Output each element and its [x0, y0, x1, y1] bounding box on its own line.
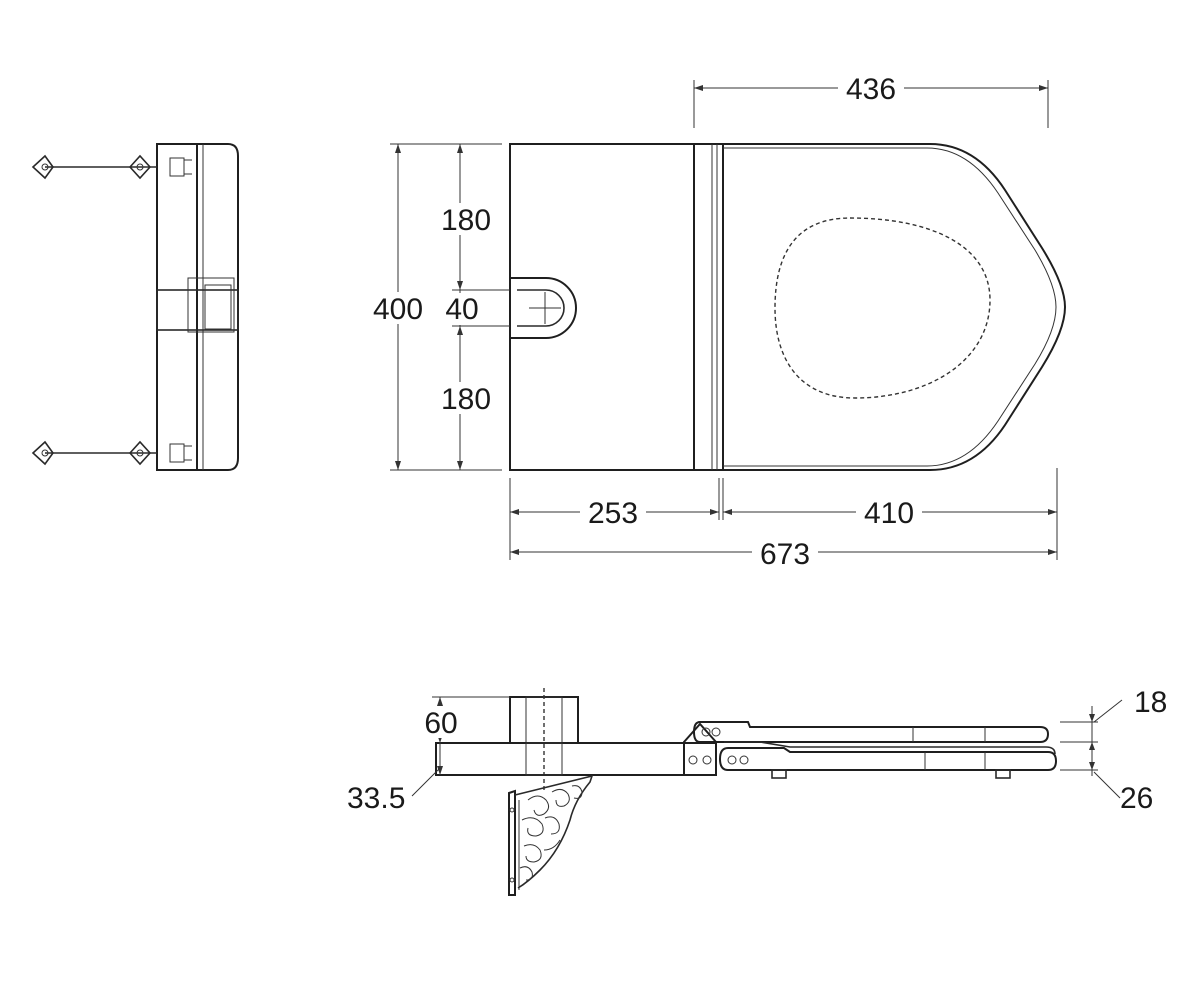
dimension-18: 18 [1060, 686, 1167, 776]
plan-view-seat-aperture [774, 217, 991, 399]
profile-view-lid [692, 721, 1050, 743]
plan-view-hinge-strip [693, 143, 724, 471]
dimension-180-lower-label: 180 [441, 383, 491, 416]
profile-view-buffer [995, 769, 1011, 779]
dimension-60: 60 [418, 696, 510, 743]
dimension-40-label: 40 [445, 293, 478, 326]
dimension-673: 673 [510, 536, 1057, 571]
dimension-410-label: 410 [864, 497, 914, 530]
side-view-bottom-bracket [31, 440, 192, 466]
dimension-673-label: 673 [760, 538, 810, 571]
dimension-400: 400 [364, 143, 502, 471]
profile-view-ornate-bracket [508, 774, 594, 896]
side-view [31, 143, 239, 471]
dimension-400-label: 400 [373, 293, 423, 326]
dimension-436: 436 [693, 70, 1049, 128]
dimension-40: 40 [440, 290, 510, 327]
dimension-253: 253 [509, 478, 720, 560]
dimension-180-upper: 180 [434, 144, 510, 291]
profile-view-seat [718, 747, 1058, 771]
dimension-26: 26 [1089, 762, 1153, 815]
side-view-top-bracket [31, 154, 192, 180]
side-view-backplate [156, 143, 198, 471]
profile-view-hinge-plate [683, 722, 717, 776]
plan-view-rear-section [509, 143, 695, 471]
plan-view: 436 400 180 40 [364, 70, 1067, 571]
profile-view: 60 33.5 18 26 [347, 686, 1167, 896]
dimension-33-5-label: 33.5 [347, 782, 405, 815]
dimension-180-lower: 180 [434, 326, 498, 470]
dimension-253-label: 253 [588, 497, 638, 530]
side-view-hinge-block [156, 289, 239, 331]
dimension-436-label: 436 [846, 73, 896, 106]
dimension-180-upper-label: 180 [441, 204, 491, 237]
plan-view-lid-outline [723, 143, 1067, 471]
plan-view-fixing-slot [510, 277, 577, 339]
dimension-18-label: 18 [1134, 686, 1167, 719]
dimension-33-5: 33.5 [347, 743, 443, 815]
dimension-26-label: 26 [1120, 782, 1153, 815]
dimension-410: 410 [722, 468, 1058, 560]
profile-view-base-board [435, 742, 717, 776]
dimension-60-label: 60 [424, 707, 457, 740]
profile-view-buffer [771, 769, 787, 779]
